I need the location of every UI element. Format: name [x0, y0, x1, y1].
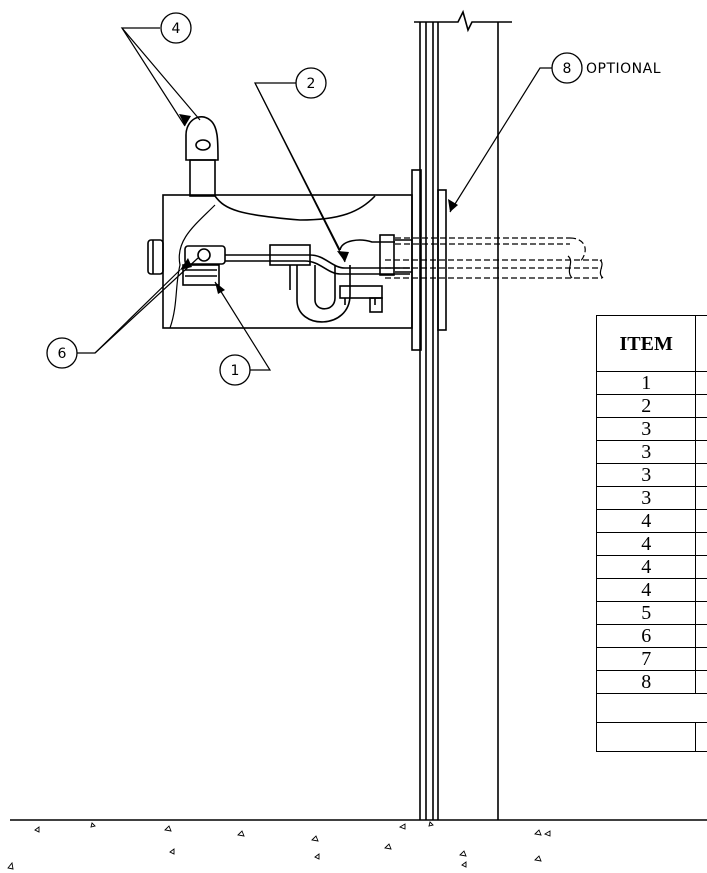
- leader-8: [449, 67, 552, 213]
- table-row: 6: [595, 624, 707, 648]
- svg-text:2: 2: [307, 76, 316, 92]
- strainer: [182, 264, 220, 286]
- optional-plate: [437, 189, 447, 331]
- item-number: 3: [595, 486, 697, 510]
- table-header-description: [695, 315, 707, 372]
- callout-1: 1: [219, 354, 251, 386]
- table-row: 8: [595, 670, 707, 694]
- item-number: 8: [595, 670, 697, 694]
- item-number: 7: [595, 647, 697, 671]
- pipe-break: [567, 255, 573, 279]
- table-row: 2: [595, 394, 707, 418]
- bubbler-orifice: [195, 139, 211, 151]
- bubbler-head: [185, 116, 219, 161]
- svg-text:6: 6: [58, 346, 67, 362]
- item-number: 4: [595, 555, 697, 579]
- item-number: 1: [595, 371, 697, 395]
- item-number: 3: [595, 463, 697, 487]
- basin-outline: [214, 195, 376, 221]
- concrete-hatch: [7, 821, 551, 870]
- stop-valve: [339, 285, 383, 299]
- table-row: 4: [595, 509, 707, 533]
- item-number: 4: [595, 578, 697, 602]
- callout-6: 6: [46, 337, 78, 369]
- item-number: 5: [595, 601, 697, 625]
- svg-text:4: 4: [172, 21, 181, 37]
- item-number: 4: [595, 532, 697, 556]
- table-row: 3: [595, 463, 707, 487]
- item-number: 4: [595, 509, 697, 533]
- optional-label: OPTIONAL: [586, 61, 661, 77]
- svg-text:1: 1: [231, 363, 240, 379]
- table-row-blank: [596, 693, 707, 723]
- callout-8: 8 OPTIONAL: [551, 52, 661, 84]
- table-row: 3: [595, 417, 707, 441]
- leader-6: [74, 269, 181, 354]
- table-row: 4: [595, 555, 707, 579]
- table-row: 1: [595, 371, 707, 395]
- break-line: [414, 9, 512, 33]
- item-number: 3: [595, 417, 697, 441]
- svg-text:8: 8: [563, 61, 572, 77]
- table-row: 4: [595, 532, 707, 556]
- cutaway-edge: [169, 204, 216, 329]
- callout-2: 2: [295, 67, 327, 99]
- callout-4: 4: [160, 12, 192, 44]
- push-button: [147, 239, 164, 275]
- table-row: 4: [595, 578, 707, 602]
- p-trap: [296, 265, 351, 323]
- table-row: 3: [595, 440, 707, 464]
- item-number: 2: [595, 394, 697, 418]
- leader-4: [120, 27, 201, 121]
- table-header-item: ITEM: [595, 315, 697, 372]
- parts-table: ITEM 1 2 3 3 3 3 4 4 4 4 5 6 7 8: [595, 315, 707, 752]
- table-row: 5: [595, 601, 707, 625]
- table-row-blank: [595, 722, 707, 752]
- table-row: 7: [595, 647, 707, 671]
- leader-1: [214, 281, 272, 371]
- bubbler-stem: [189, 159, 216, 197]
- item-number: 3: [595, 440, 697, 464]
- table-row: 3: [595, 486, 707, 510]
- wall-flange: [379, 234, 395, 276]
- item-number: 6: [595, 624, 697, 648]
